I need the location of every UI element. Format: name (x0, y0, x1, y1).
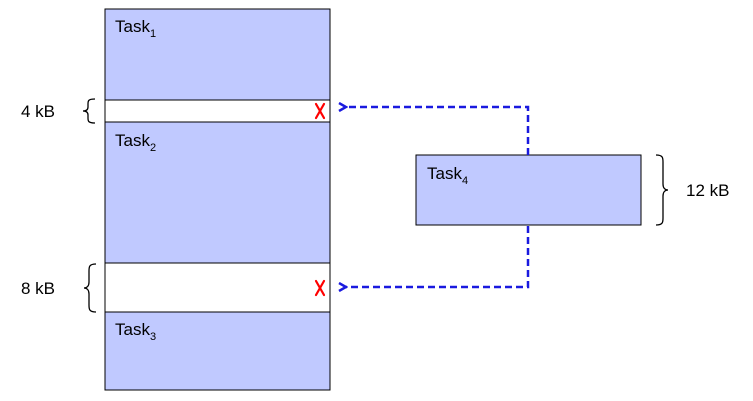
gap2-size-label: 8 kB (21, 279, 55, 298)
gap1-brace (82, 98, 96, 124)
task2-block (104, 121, 331, 264)
free-gap-8kb (104, 262, 331, 313)
task1-block (104, 8, 331, 101)
red-x-icon (314, 279, 326, 297)
task2-label: Task2 (115, 131, 156, 154)
free-gap-4kb (104, 99, 331, 123)
gap2-brace (83, 263, 97, 313)
red-x-icon (314, 102, 326, 120)
gap1-size-label: 4 kB (21, 102, 55, 121)
task4-label: Task4 (427, 164, 468, 187)
task1-label: Task1 (115, 17, 156, 40)
arrow-to-gap1 (346, 107, 530, 155)
arrow-to-gap2 (346, 226, 530, 287)
task3-label: Task3 (115, 320, 156, 343)
task4-block (415, 154, 642, 226)
task4-brace (655, 154, 669, 226)
memory-column (104, 8, 331, 391)
task3-block (104, 311, 331, 391)
task4-size-label: 12 kB (686, 181, 729, 200)
